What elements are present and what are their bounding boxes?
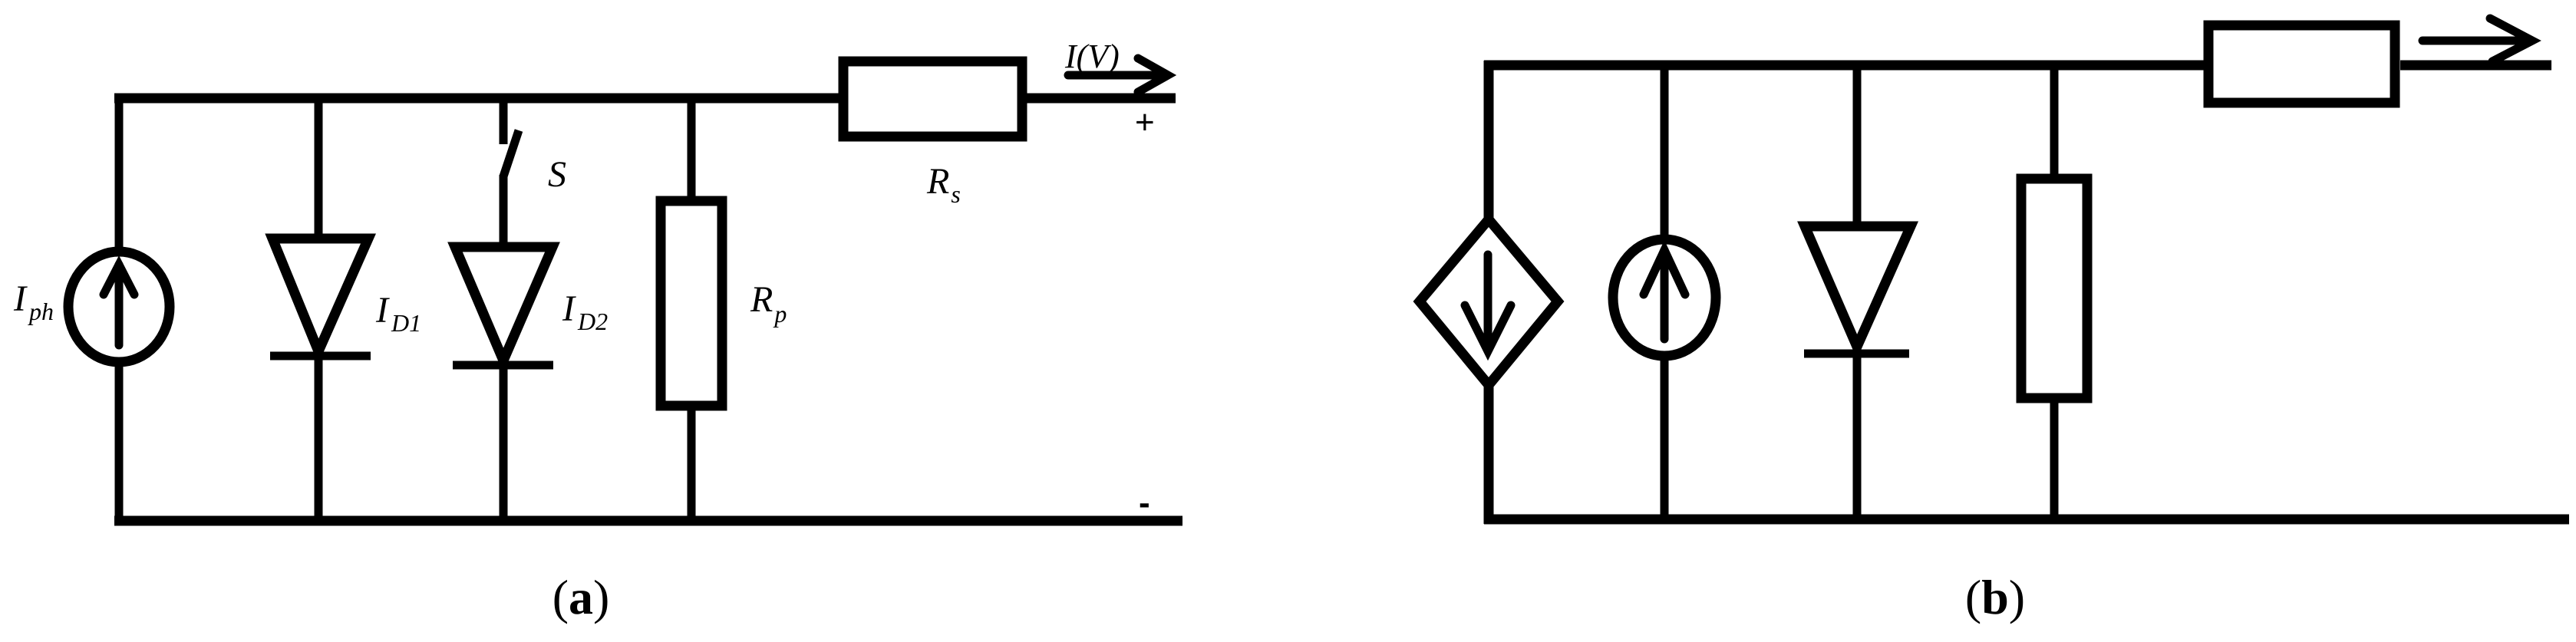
terminal-plus: + (1135, 104, 1155, 141)
output-current-arrow-icon (1064, 54, 1177, 97)
diode-triangle-icon (1797, 221, 1919, 360)
output-current-arrow-icon (2418, 14, 2541, 66)
diode-d1-a (265, 94, 376, 525)
dependent-current-source-b (1413, 61, 1565, 524)
panel-b-circuit: (b) (1413, 14, 2569, 624)
diode-b (1797, 61, 1919, 523)
shunt-resistor-b (2016, 61, 2093, 523)
resistor-rp-icon (655, 196, 727, 411)
label-rs: Rs (926, 161, 961, 208)
resistor-series-icon (2203, 20, 2400, 108)
resistor-shunt-icon (2016, 173, 2093, 403)
label-output-current: I(V) (1064, 38, 1120, 75)
current-source-b (1608, 61, 1721, 523)
diode-d2-branch-a (447, 94, 560, 525)
caption-b: (b) (1965, 570, 2025, 624)
arrow-up-icon (1639, 239, 1690, 344)
switch-icon (499, 129, 523, 178)
arrow-down-icon (1460, 250, 1516, 361)
terminal-minus: - (1139, 484, 1150, 522)
diode-triangle-icon (265, 233, 376, 364)
caption-a: (a) (552, 570, 610, 624)
diode-triangle-icon (447, 242, 560, 374)
label-rp: Rp (750, 279, 787, 328)
label-switch-s: S (548, 154, 566, 195)
arrow-up-icon (99, 255, 139, 350)
shunt-resistor-a (655, 94, 727, 525)
photocurrent-source-a (63, 94, 175, 525)
resistor-rs-icon (838, 56, 1027, 142)
